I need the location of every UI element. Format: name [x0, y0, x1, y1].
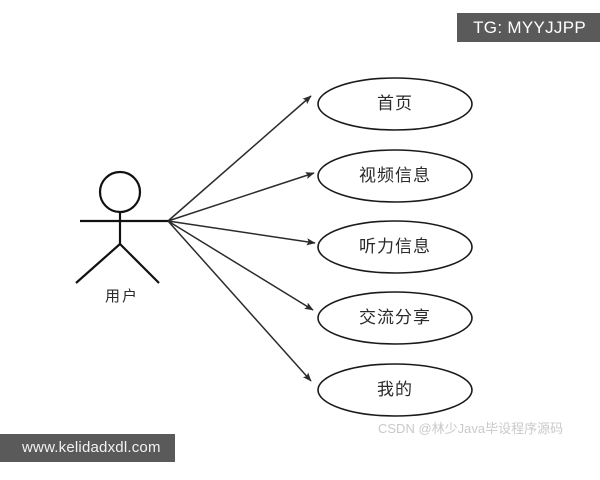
use-case-mine[interactable]: 我的 — [317, 363, 473, 417]
tg-badge: TG: MYYJJPP — [457, 13, 600, 42]
use-case-home[interactable]: 首页 — [317, 77, 473, 131]
use-case-label: 视频信息 — [359, 166, 431, 185]
actor-leg-left — [75, 243, 121, 284]
actor-user[interactable]: 用户 — [75, 170, 168, 305]
use-case-ellipse — [317, 149, 473, 203]
association-lines — [167, 95, 316, 382]
use-case-ellipse — [317, 220, 473, 274]
association-line-mine — [167, 220, 312, 382]
actor-leg-right — [119, 243, 160, 284]
csdn-watermark: CSDN @林少Java毕设程序源码 — [378, 421, 564, 436]
use-case-ellipse — [317, 363, 473, 417]
actor-head-icon — [98, 170, 142, 214]
use-case-listening-info[interactable]: 听力信息 — [317, 220, 473, 274]
site-watermark-badge: www.kelidadxdl.com — [0, 434, 175, 462]
use-case-label: 我的 — [377, 380, 413, 399]
use-case-share[interactable]: 交流分享 — [317, 291, 473, 345]
use-case-ellipse — [317, 77, 473, 131]
use-case-label: 听力信息 — [359, 237, 431, 256]
association-line-video-info — [167, 172, 315, 222]
actor-label: 用户 — [105, 288, 139, 305]
association-line-share — [167, 220, 314, 311]
use-case-ellipse — [317, 291, 473, 345]
association-line-listening-info — [167, 220, 316, 246]
use-case-label: 首页 — [377, 94, 413, 113]
association-line-home — [167, 95, 312, 222]
use-case-video-info[interactable]: 视频信息 — [317, 149, 473, 203]
use-case-label: 交流分享 — [359, 308, 431, 327]
